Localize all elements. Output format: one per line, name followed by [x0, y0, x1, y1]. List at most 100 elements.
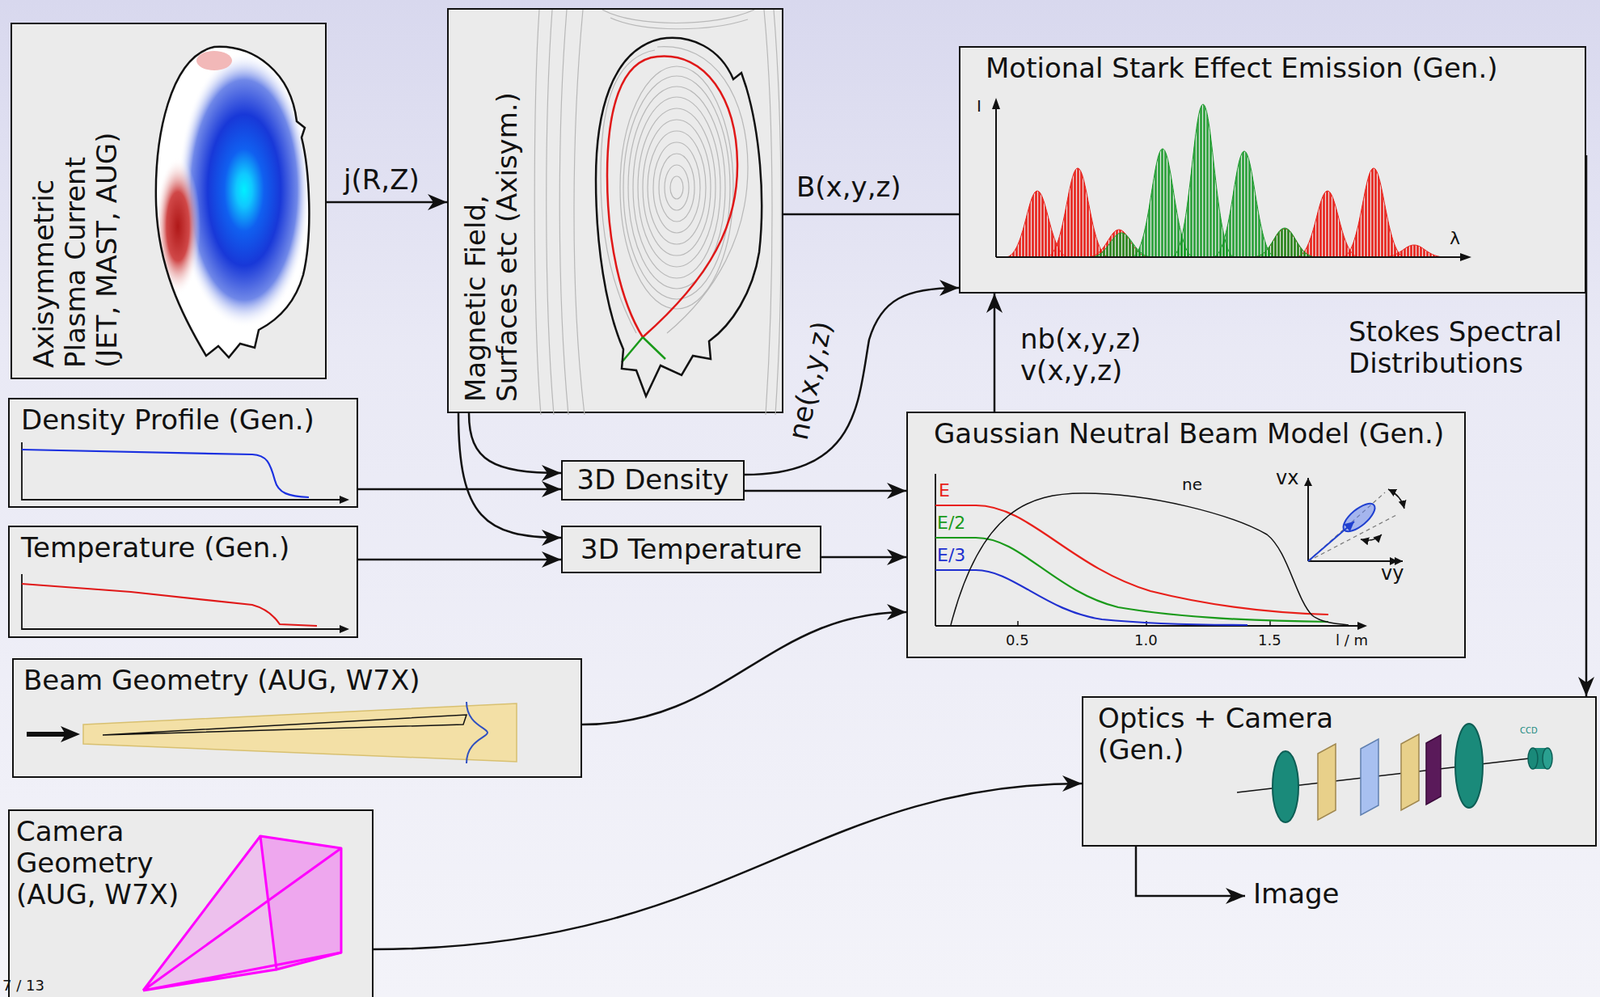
output-arrow — [1135, 846, 1246, 896]
process-box: Camera Geometry (AUG, W7X) — [8, 809, 374, 997]
drawing-part — [642, 119, 711, 256]
drawing-part — [1308, 560, 1403, 562]
drawing-part — [1338, 498, 1380, 537]
page-number: 7 / 13 — [2, 977, 45, 994]
drawing-part — [623, 75, 731, 300]
edge-label: B(x,y,z) — [796, 171, 902, 203]
drawing-part — [1455, 723, 1483, 808]
drawing-part — [1171, 104, 1235, 258]
drawing-part — [1253, 227, 1317, 258]
curve-label: E — [938, 481, 950, 501]
axis-label: λ — [1449, 228, 1461, 249]
drawing-part — [60, 726, 81, 743]
curve-label: E/3 — [937, 545, 966, 566]
drawing-part — [339, 624, 350, 634]
drawing-part — [1308, 481, 1398, 562]
connector-arrow — [993, 293, 997, 412]
edge-label: j(R,Z) — [343, 164, 420, 196]
drawing-part — [339, 495, 350, 504]
edge-label: Stokes Spectral Distributions — [1348, 316, 1579, 380]
tick-label: 0.5 — [1005, 632, 1030, 649]
drawing-part — [633, 97, 721, 279]
box-title: (JET, MAST, AUG) — [91, 84, 123, 368]
tick-label: 1.5 — [1258, 632, 1282, 649]
drawing-part — [935, 569, 1248, 625]
drawing-part — [764, 9, 773, 415]
drawing-part — [26, 731, 66, 737]
drawing-part — [992, 97, 1472, 262]
drawing-part — [1542, 747, 1553, 769]
title-block: 3D Density — [577, 464, 730, 496]
drawing-part — [658, 153, 695, 222]
tick-label: 1.0 — [1134, 632, 1158, 649]
axis-label: vx — [1275, 467, 1299, 489]
connector-arrow — [821, 556, 907, 559]
box-title: Gaussian Neutral Beam Model (Gen.) — [933, 417, 1465, 450]
drawing-part — [607, 56, 738, 338]
drawing-part — [653, 142, 701, 233]
connector-arrow — [468, 413, 562, 473]
process-box: Axisymmetric Plasma Current(JET, MAST, A… — [10, 22, 327, 380]
drawing-part — [83, 703, 517, 762]
connector-arrow — [358, 488, 562, 491]
process-box: Beam Geometry (AUG, W7X) — [12, 658, 583, 778]
drawing-part — [1308, 492, 1397, 562]
box-title: Camera Geometry (AUG, W7X) — [16, 815, 203, 911]
process-box: Density Profile (Gen.) — [8, 397, 359, 508]
process-box: Gaussian Neutral Beam Model (Gen.) — [906, 411, 1466, 659]
drawing-part — [196, 50, 233, 71]
box-title: Optics + Camera (Gen.) — [1097, 702, 1365, 766]
drawing-part — [664, 164, 689, 211]
drawing-part — [1426, 734, 1441, 805]
drawing-part — [21, 442, 343, 500]
drawing-part — [1382, 244, 1446, 258]
connector-arrow — [358, 558, 562, 562]
title-block: Gaussian Neutral Beam Model (Gen.) — [907, 413, 1465, 450]
drawing-part — [21, 583, 317, 626]
drawing-part — [1212, 151, 1276, 258]
beam-attenuation-plot — [907, 413, 1463, 660]
process-box: Optics + Camera (Gen.) — [1081, 696, 1597, 847]
drawing-part — [1360, 738, 1379, 815]
drawing-part — [1388, 489, 1405, 509]
drawing-part — [1317, 743, 1336, 820]
device-label: CCD — [1519, 726, 1538, 735]
title-block: Optics + Camera (Gen.) — [1083, 697, 1365, 766]
process-box: 3D Temperature — [561, 525, 822, 574]
drawing-part — [143, 835, 277, 991]
rotated-title: Axisymmetric Plasma Current(JET, MAST, A… — [28, 84, 123, 368]
edge-label: nb(x,y,z) v(x,y,z) — [1020, 323, 1162, 387]
title-block: 3D Temperature — [580, 533, 803, 566]
title-block: Beam Geometry (AUG, W7X) — [13, 659, 581, 697]
drawing-part — [574, 9, 585, 415]
drawing-part — [1308, 521, 1355, 562]
box-title: Axisymmetric Plasma Current — [28, 84, 92, 368]
drawing-part — [156, 46, 310, 358]
drawing-part — [621, 337, 666, 363]
drawing-part — [773, 9, 782, 415]
drawing-part — [102, 714, 467, 735]
title-block: Density Profile (Gen.) — [9, 399, 357, 436]
edge-label: ne(x,y,z) — [781, 317, 838, 443]
drawing-part — [1046, 168, 1110, 258]
drawing-part — [1360, 534, 1382, 541]
process-box: 3D Density — [561, 460, 745, 501]
process-box: Motional Stark Effect Emission (Gen.) — [958, 46, 1587, 294]
connector-arrow — [458, 413, 562, 538]
drawing-part — [950, 493, 1349, 625]
curve-label: E/2 — [937, 513, 966, 533]
drawing-part — [1307, 477, 1309, 562]
drawing-part — [1401, 734, 1419, 811]
drawing-part — [610, 17, 748, 30]
box-title: Motional Stark Effect Emission (Gen.) — [985, 52, 1585, 85]
drawing-part — [559, 9, 569, 415]
process-box: Temperature (Gen.) — [8, 525, 359, 638]
connector-arrow — [744, 489, 907, 493]
box-title: Temperature (Gen.) — [21, 531, 357, 564]
box-title: 3D Density — [577, 464, 730, 496]
drawing-part — [1089, 104, 1317, 258]
drawing-part — [620, 66, 734, 309]
drawing-part — [1357, 621, 1368, 630]
drawing-part — [143, 835, 342, 991]
curve-label: ne — [1182, 475, 1203, 494]
